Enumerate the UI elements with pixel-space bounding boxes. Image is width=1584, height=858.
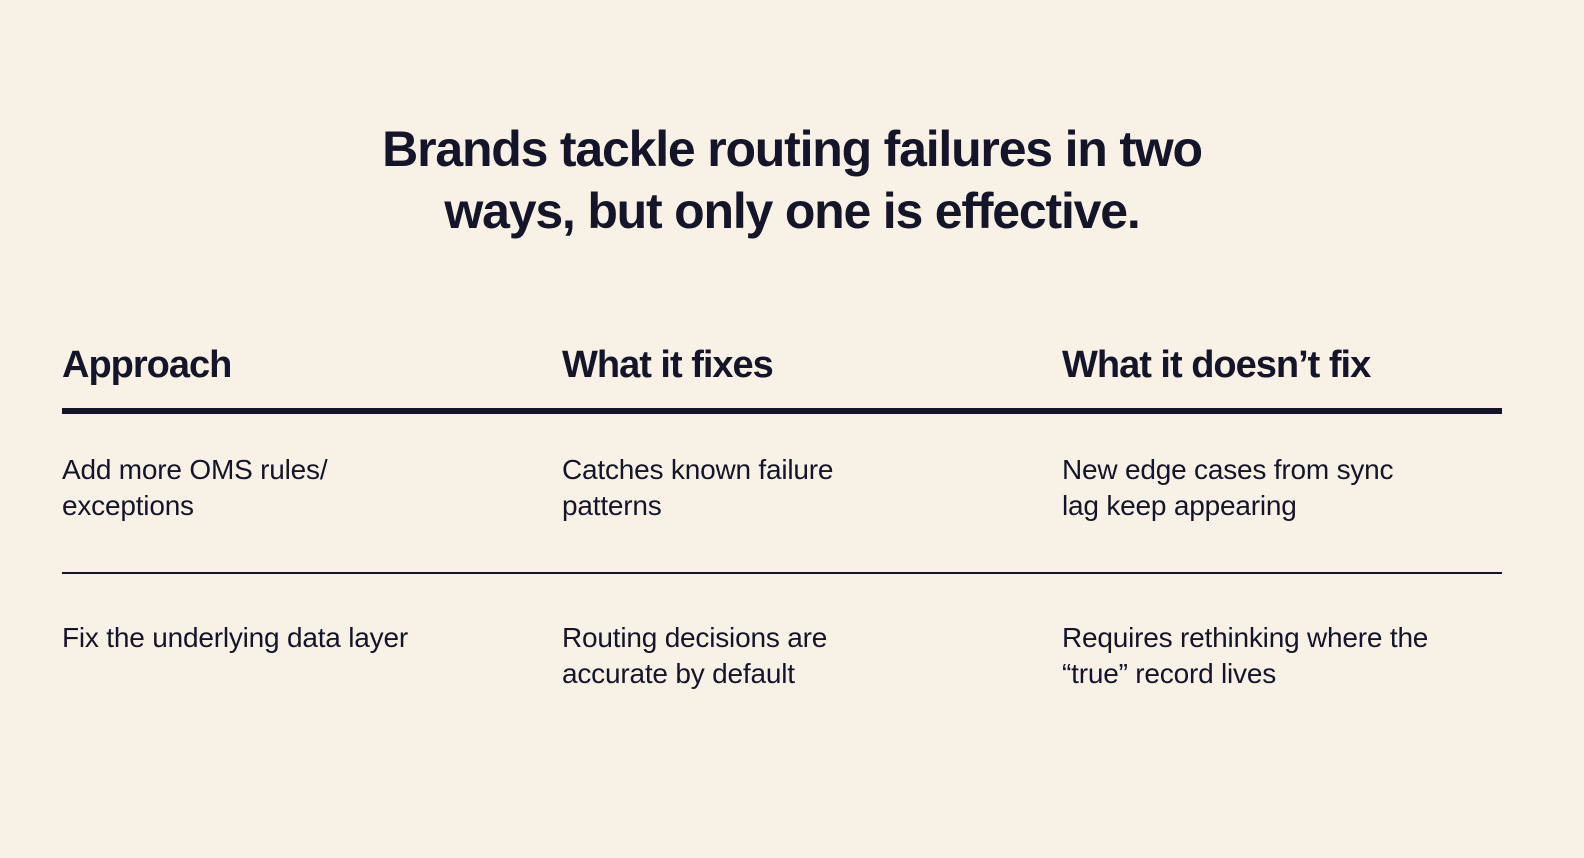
table-row: Add more OMS rules/ exceptions Catches k… (62, 414, 1502, 574)
cell-fixes: Routing decisions are accurate by defaul… (562, 620, 1062, 692)
title-line-1: Brands tackle routing failures in two (382, 121, 1203, 177)
table-header: Approach What it fixes What it doesn’t f… (62, 338, 1502, 414)
header-what-it-fixes: What it fixes (562, 344, 774, 386)
cell-text: Catches known failure (562, 454, 834, 485)
title-line-2: ways, but only one is effective. (444, 183, 1140, 239)
cell-text: Requires rethinking where the (1062, 622, 1429, 653)
cell-text: lag keep appearing (1062, 490, 1297, 521)
table-row: Fix the underlying data layer Routing de… (62, 574, 1502, 692)
cell-text: Add more OMS rules/ (62, 454, 328, 485)
header-approach: Approach (62, 344, 232, 386)
cell-text: New edge cases from sync (1062, 454, 1394, 485)
cell-doesnt-fix: Requires rethinking where the “true” rec… (1062, 620, 1502, 692)
cell-text: patterns (562, 490, 662, 521)
cell-text: “true” record lives (1062, 658, 1277, 689)
cell-fixes: Catches known failure patterns (562, 452, 1062, 572)
cell-approach: Add more OMS rules/ exceptions (62, 452, 562, 572)
comparison-table: Approach What it fixes What it doesn’t f… (62, 338, 1502, 692)
cell-text: accurate by default (562, 658, 795, 689)
header-what-it-doesnt-fix: What it doesn’t fix (1062, 344, 1371, 386)
cell-approach: Fix the underlying data layer (62, 620, 562, 692)
cell-text: Fix the underlying data layer (62, 622, 408, 653)
cell-doesnt-fix: New edge cases from sync lag keep appear… (1062, 452, 1502, 572)
page-title: Brands tackle routing failures in two wa… (0, 118, 1584, 242)
cell-text: Routing decisions are (562, 622, 828, 653)
cell-text: exceptions (62, 490, 194, 521)
